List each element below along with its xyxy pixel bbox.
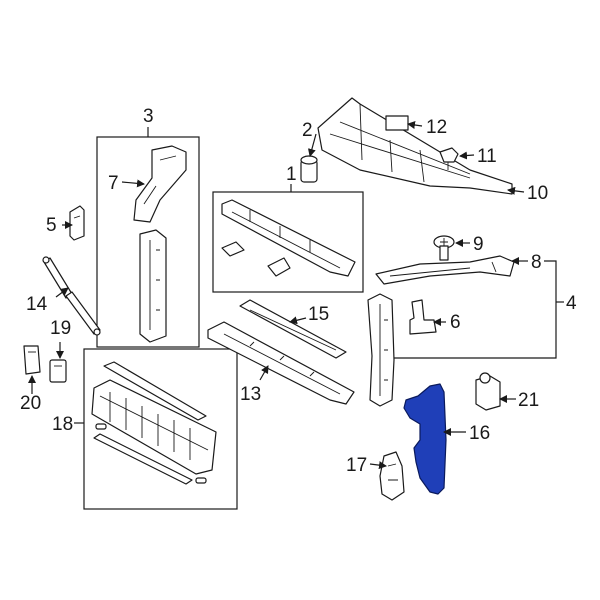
callout-20: 20	[20, 393, 41, 414]
callout-12: 12	[426, 117, 447, 138]
callout-8: 8	[531, 252, 542, 273]
part-sensor-21	[475, 372, 501, 411]
part-side-support	[139, 229, 167, 343]
callout-4: 4	[566, 293, 577, 314]
callout-15: 15	[308, 304, 329, 325]
part-tie-bar-13	[207, 321, 355, 405]
part-tie-bar-15	[239, 299, 347, 359]
part-deflector-16-highlighted	[403, 383, 447, 495]
callout-17: 17	[346, 455, 367, 476]
callout-11: 11	[477, 146, 497, 167]
callout-7: 7	[108, 173, 119, 194]
part-clip-11	[439, 147, 459, 170]
part-bracket-17	[379, 451, 405, 501]
callout-19: 19	[50, 318, 71, 339]
part-bracket-7	[133, 145, 187, 223]
part-side-support-4	[367, 293, 395, 407]
part-shutter-18	[91, 361, 217, 485]
highlighted-part	[403, 383, 447, 495]
callout-labels: 1 2 3 4 5 6 7 8 9 10 11 12 13 14 15 16 1…	[20, 106, 577, 476]
part-bracket-5	[69, 205, 85, 241]
callout-14: 14	[26, 294, 48, 315]
group-frame-18	[83, 348, 238, 510]
part-bracket-8	[375, 255, 515, 285]
callout-6: 6	[450, 312, 461, 333]
part-bracket-6	[409, 299, 437, 335]
part-tie-bar-1	[221, 199, 356, 277]
part-sensor-20	[23, 345, 41, 375]
callout-13: 13	[240, 384, 261, 405]
part-strut-14	[42, 256, 101, 336]
callout-21: 21	[518, 390, 539, 411]
callout-16: 16	[469, 423, 490, 444]
callout-18: 18	[52, 414, 73, 435]
part-sensor-19	[49, 359, 67, 383]
callout-3: 3	[143, 106, 154, 127]
callout-2: 2	[302, 120, 313, 141]
callout-1: 1	[286, 164, 297, 185]
part-bumper-2	[300, 155, 318, 183]
callout-10: 10	[527, 183, 548, 204]
group-frame-1	[212, 191, 364, 293]
callout-9: 9	[473, 234, 484, 255]
callout-5: 5	[46, 215, 57, 236]
part-bolt-9	[433, 235, 455, 261]
leader-lines	[28, 121, 564, 470]
